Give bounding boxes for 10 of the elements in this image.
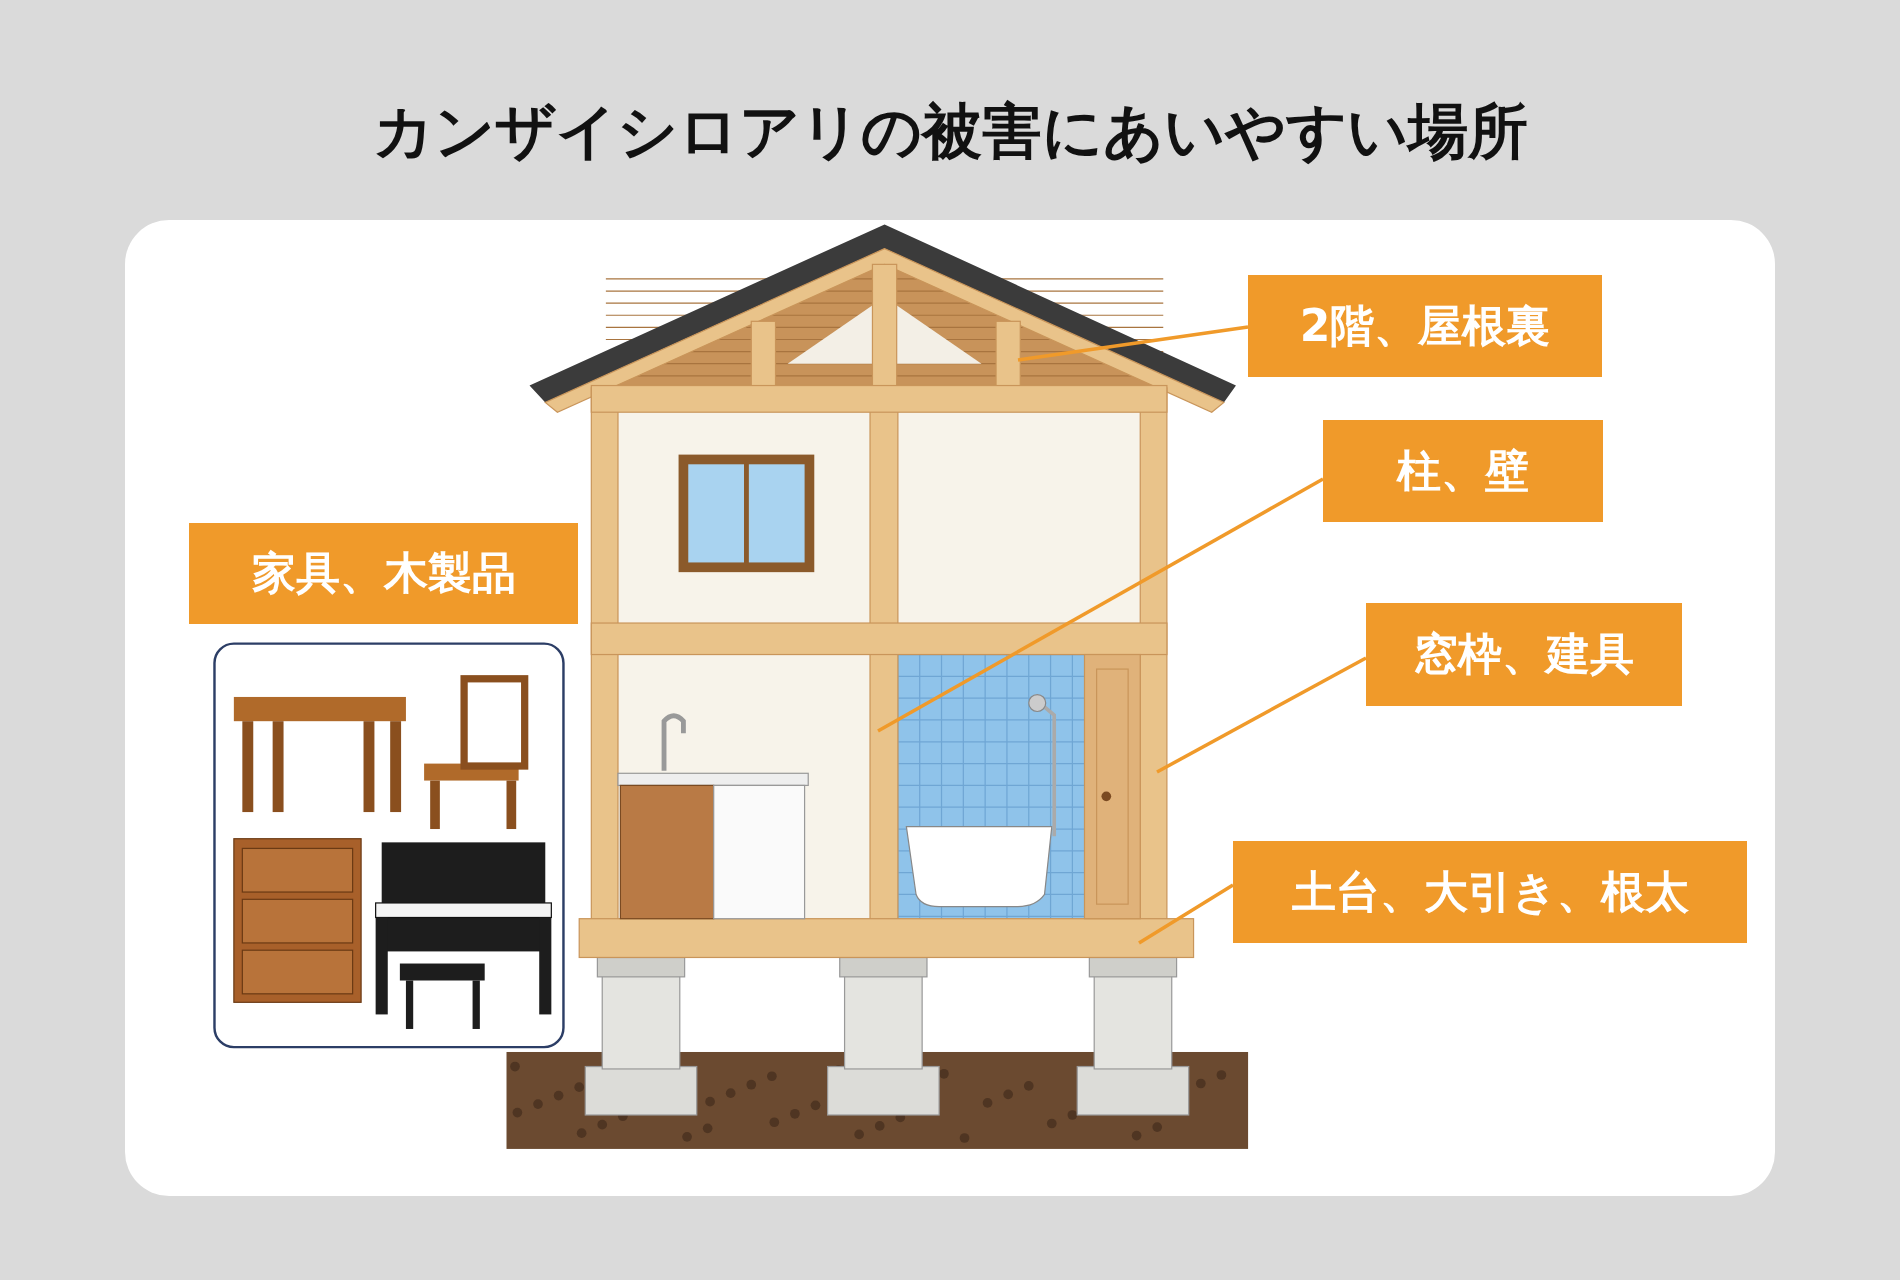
leader-line (1017, 325, 1249, 362)
callout-label: 柱、壁 (1323, 420, 1603, 522)
callout-label: 家具、木製品 (189, 523, 578, 624)
leader-line (1138, 883, 1234, 945)
callout-label: 窓枠、建具 (1366, 603, 1682, 706)
title: カンザイシロアリの被害にあいやすい場所 (371, 95, 1529, 168)
callout-label: 2階、屋根裏 (1248, 275, 1602, 377)
leader-line (877, 477, 1324, 733)
callout-label: 土台、大引き、根太 (1233, 841, 1747, 943)
leader-line (1156, 656, 1367, 774)
